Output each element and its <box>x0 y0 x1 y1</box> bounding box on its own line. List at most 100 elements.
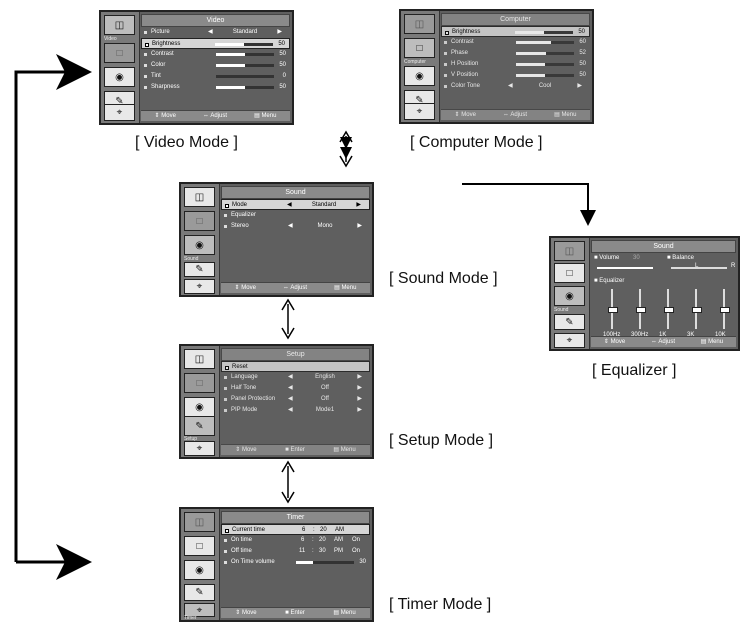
volume-slider[interactable] <box>597 267 653 269</box>
eq-band-slider-300Hz[interactable] <box>636 289 646 329</box>
option-value: Mono <box>317 223 333 229</box>
footer-move-label: Move <box>461 112 476 118</box>
footer-move-label: Move <box>241 610 257 616</box>
eq-band-slider-1K[interactable] <box>664 289 674 329</box>
sound-icon[interactable]: ◉ <box>184 235 215 255</box>
eq-band-knob[interactable] <box>664 307 674 313</box>
menu-item-color-tone[interactable]: Color Tone◀Cool▶ <box>441 81 590 92</box>
menu-item-picture[interactable]: Picture◀Standard▶ <box>141 27 290 38</box>
level-fill <box>296 561 314 564</box>
computer-icon[interactable]: □ <box>404 38 435 58</box>
eq-band-knob[interactable] <box>608 307 618 313</box>
timer-icon[interactable]: ⌖ <box>184 603 215 617</box>
menu-item-equalizer[interactable]: Equalizer <box>221 210 370 221</box>
menu-item-stereo[interactable]: Stereo◀Mono▶ <box>221 221 370 232</box>
left-arrow-icon: ◀ <box>288 223 293 229</box>
eq-band-label: 10K <box>715 332 726 338</box>
loop-line <box>14 54 92 562</box>
item-label: On time <box>231 537 253 543</box>
timer-icon[interactable]: ⌖ <box>554 333 585 348</box>
osd-footer: ⇕ Move ⇔ Adjust ▤ Menu <box>141 110 290 121</box>
osd-footer: ⇕ Move ⇔ Adjust ▤ Menu <box>591 336 736 347</box>
sound-icon[interactable]: ◉ <box>184 397 215 417</box>
option-value: Off <box>321 385 329 391</box>
video-icon[interactable]: ◫ <box>184 187 215 207</box>
setup-icon[interactable]: ✎ <box>184 584 215 601</box>
volume-label: ■ Volume <box>594 255 620 261</box>
level-bar <box>216 64 274 67</box>
menu-item-pip-mode[interactable]: PIP Mode◀Mode1▶ <box>221 405 370 416</box>
eq-band-label: 3K <box>687 332 695 338</box>
footer-menu-label: Menu <box>340 447 356 453</box>
timer-icon[interactable]: ⌖ <box>184 441 215 456</box>
balance-slider[interactable] <box>671 267 727 269</box>
footer-menu: ▤ Menu <box>554 112 577 118</box>
item-label: Current time <box>232 527 266 533</box>
caption-setup-mode: [ Setup Mode ] <box>389 432 494 449</box>
setup-icon[interactable]: ✎ <box>184 262 215 277</box>
video-icon[interactable]: ◫ <box>184 512 215 532</box>
computer-icon[interactable]: □ <box>104 43 135 63</box>
sound-icon[interactable]: ◉ <box>104 67 135 87</box>
caption-sound-mode: [ Sound Mode ] <box>389 270 498 287</box>
level-bar <box>515 31 573 34</box>
timer-icon[interactable]: ⌖ <box>104 104 135 121</box>
eq-band-knob[interactable] <box>636 307 646 313</box>
timer-icon[interactable]: ⌖ <box>184 279 215 294</box>
video-icon[interactable]: ◫ <box>404 14 435 34</box>
menu-item-panel-protection[interactable]: Panel Protection◀Off▶ <box>221 394 370 405</box>
footer-move-label: Move <box>241 285 256 291</box>
sound-icon[interactable]: ◉ <box>404 66 435 86</box>
equalizer-label: ■ Equalizer <box>594 278 625 284</box>
setup-icon[interactable]: ✎ <box>184 416 215 436</box>
arrowhead-up <box>281 298 295 311</box>
right-arrow-icon: ▶ <box>357 374 362 380</box>
video-icon[interactable]: ◫ <box>104 15 135 35</box>
footer-menu-label: Menu <box>708 339 724 345</box>
menu-item-mode[interactable]: Mode◀Standard▶ <box>221 199 370 210</box>
computer-icon[interactable]: □ <box>554 263 585 283</box>
video-icon[interactable]: ◫ <box>554 241 585 261</box>
timer-state: On <box>352 537 361 543</box>
computer-icon[interactable]: □ <box>184 373 215 393</box>
osd-title: Setup <box>221 348 370 361</box>
time-separator: : <box>312 537 314 543</box>
left-arrow-icon: ◀ <box>287 202 292 208</box>
osd-title: Timer <box>221 511 370 524</box>
eq-band-slider-10K[interactable] <box>720 289 730 329</box>
menu-item-reset[interactable]: Reset <box>221 361 370 372</box>
setup-icon[interactable]: ✎ <box>554 314 585 330</box>
timer-icon[interactable]: ⌖ <box>404 103 435 120</box>
video-icon[interactable]: ◫ <box>184 349 215 369</box>
eq-band-knob[interactable] <box>720 307 730 313</box>
menu-item-language[interactable]: Language◀English▶ <box>221 372 370 383</box>
computer-icon[interactable]: □ <box>184 211 215 231</box>
level-bar <box>516 52 574 55</box>
sound-icon[interactable]: ◉ <box>184 560 215 580</box>
eq-band-knob[interactable] <box>692 307 702 313</box>
menu-item-half-tone[interactable]: Half Tone◀Off▶ <box>221 383 370 394</box>
eq-band-slider-100Hz[interactable] <box>608 289 618 329</box>
sound-icon[interactable]: ◉ <box>554 286 585 306</box>
hour-value: 6 <box>301 537 305 543</box>
item-label: Phase <box>451 50 469 56</box>
eq-band-slider-3K[interactable] <box>692 289 702 329</box>
osd-footer: ⇕ Move ⇔ Adjust ▤ Menu <box>221 282 370 293</box>
level-fill <box>216 53 245 56</box>
computer-icon[interactable]: □ <box>184 536 215 556</box>
